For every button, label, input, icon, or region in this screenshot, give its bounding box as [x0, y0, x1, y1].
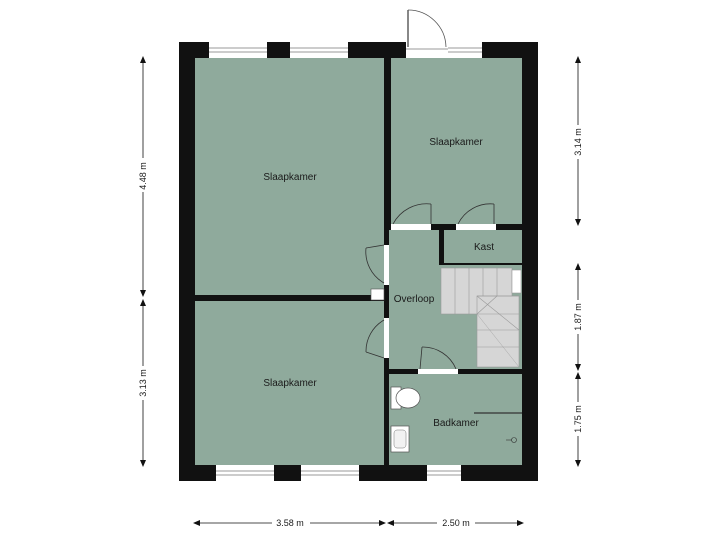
room-label-bedroom-right-top: Slaapkamer	[429, 137, 483, 148]
room-label-bedroom-left-top: Slaapkamer	[263, 172, 317, 183]
dimension-left-lower: 3.13 m	[136, 299, 150, 467]
floor-closet	[444, 230, 522, 263]
dimension-bottom-right: 2.50 m	[387, 517, 524, 529]
dimension-label-right-lower: 1.75 m	[573, 405, 583, 433]
dimension-right-lower: 1.75 m	[571, 372, 585, 467]
room-label-bedroom-left-bottom: Slaapkamer	[263, 378, 317, 389]
floor-bedroom-left-top	[195, 58, 384, 295]
sink-icon	[390, 425, 410, 453]
room-label-landing: Overloop	[394, 294, 435, 305]
wall-horizontal-left	[195, 295, 384, 301]
toilet-icon	[390, 386, 421, 410]
duct-icon	[370, 288, 385, 301]
room-label-bathroom: Badkamer	[433, 418, 479, 429]
dimension-label-bottom-right: 2.50 m	[442, 518, 470, 528]
dimension-label-left-lower: 3.13 m	[138, 369, 148, 397]
dimension-right-middle: 1.87 m	[571, 263, 585, 371]
dimension-label-bottom-left: 3.58 m	[276, 518, 304, 528]
wall-bedroom-right-bottom	[389, 224, 522, 230]
dimension-label-right-middle: 1.87 m	[573, 303, 583, 331]
dimension-label-right-upper: 3.14 m	[573, 128, 583, 156]
dimension-label-left-upper: 4.48 m	[138, 162, 148, 190]
door-swing-icon	[365, 203, 496, 374]
door-swing-icon	[406, 9, 448, 58]
window-icon	[209, 42, 482, 481]
stairs-icon	[440, 267, 522, 368]
floor-bedroom-right-top	[391, 58, 522, 224]
floor-landing	[389, 230, 439, 369]
room-label-closet: Kast	[474, 242, 494, 253]
dimension-right-upper: 3.14 m	[571, 56, 585, 226]
shower-icon	[474, 412, 522, 443]
floor-bedroom-left-bottom	[195, 301, 384, 465]
wall-closet-bottom	[439, 263, 522, 265]
wall-closet-left	[439, 230, 444, 263]
dimension-left-upper: 4.48 m	[136, 56, 150, 297]
dimension-bottom-left: 3.58 m	[193, 517, 386, 529]
